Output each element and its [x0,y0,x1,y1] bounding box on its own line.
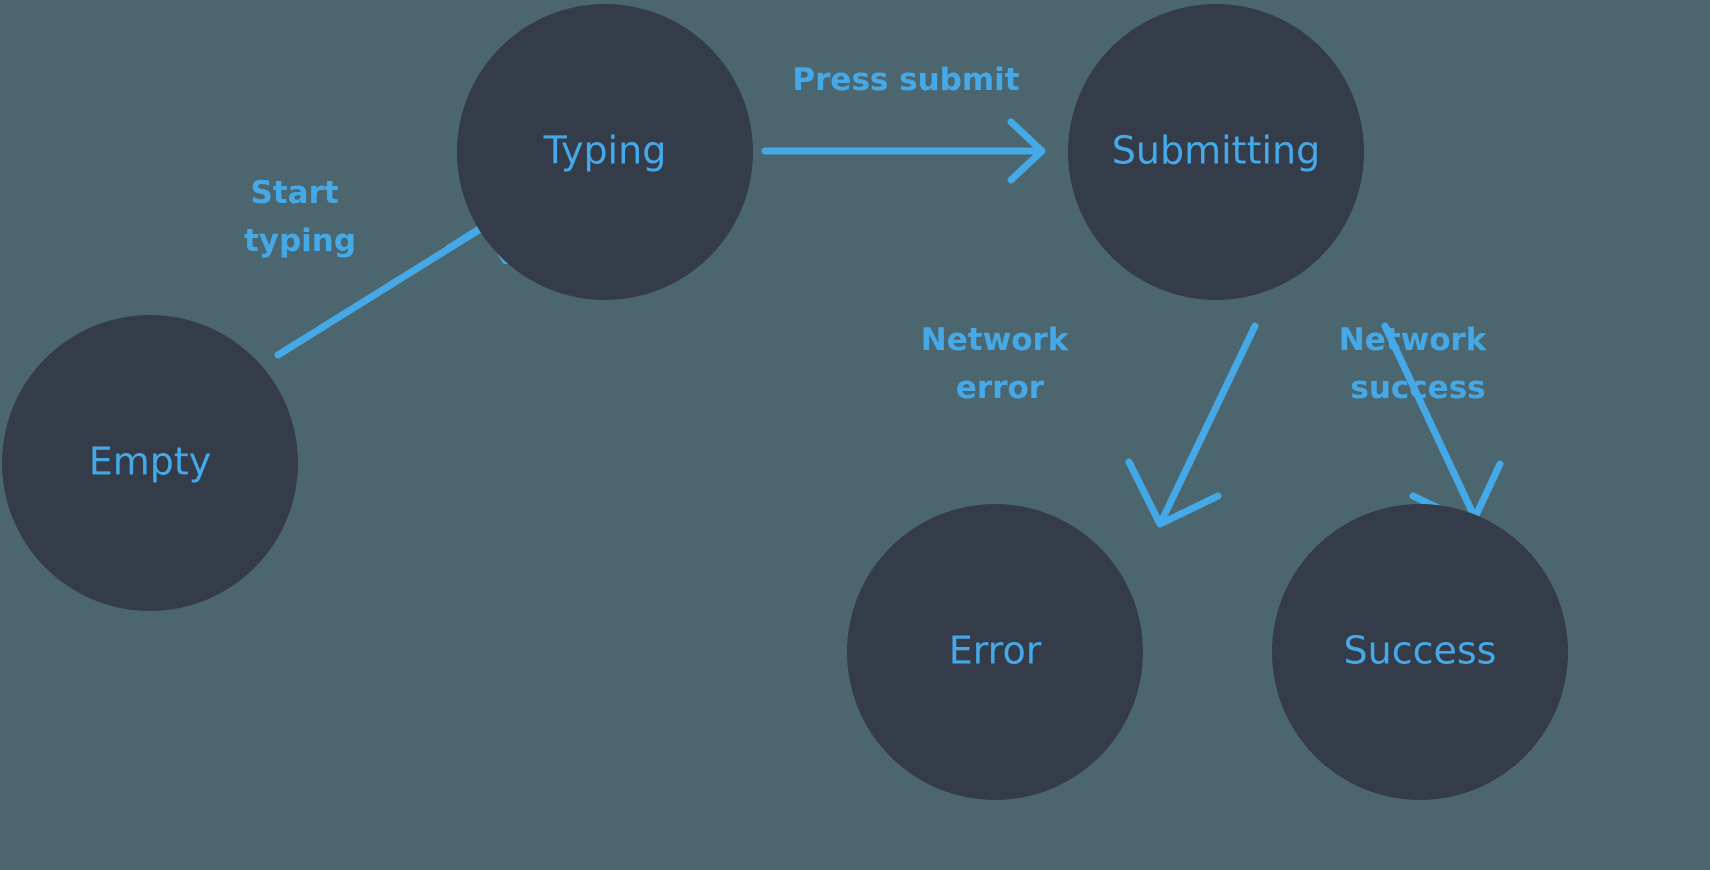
edge-network-error[interactable] [1125,322,1259,528]
edge-label-start-typing-line-1: Start [251,175,339,211]
edge-network-success-line [1381,322,1479,522]
edge-label-network-success-line-2: success [1350,370,1485,406]
state-node-success-circle [1272,504,1568,800]
state-node-error-circle [847,504,1143,800]
state-node-submitting-label: Submitting [1112,129,1320,173]
state-node-typing-label: Typing [543,129,667,173]
edge-network-error-arrowhead [1125,458,1222,528]
edge-label-start-typing: Start typing [244,175,356,259]
edge-press-submit[interactable] [761,118,1046,184]
edge-label-press-submit: Press submit [792,62,1019,98]
state-node-empty-label: Empty [89,440,212,484]
state-node-success-label: Success [1344,629,1497,673]
edge-label-network-success-line-1: Network [1339,322,1488,358]
state-node-success[interactable]: Success [1272,504,1568,800]
edge-label-network-error-line-1: Network [921,322,1070,358]
state-node-empty-circle [2,315,298,611]
state-node-empty[interactable]: Empty [2,315,298,611]
state-node-error[interactable]: Error [847,504,1143,800]
state-node-error-label: Error [949,629,1042,673]
edge-label-start-typing-line-2: typing [244,223,356,259]
edge-network-error-line [1159,322,1259,522]
state-node-submitting[interactable]: Submitting [1068,4,1364,300]
state-node-submitting-circle [1068,4,1364,300]
state-node-typing-circle [457,4,753,300]
edge-label-press-submit-line-1: Press submit [792,62,1019,98]
edge-press-submit-arrowhead [1007,118,1046,184]
edge-label-network-error-line-2: error [956,370,1045,406]
edge-label-network-error: Network error [921,322,1079,406]
state-node-typing[interactable]: Typing [457,4,753,300]
edge-label-network-success: Network success [1339,322,1497,406]
